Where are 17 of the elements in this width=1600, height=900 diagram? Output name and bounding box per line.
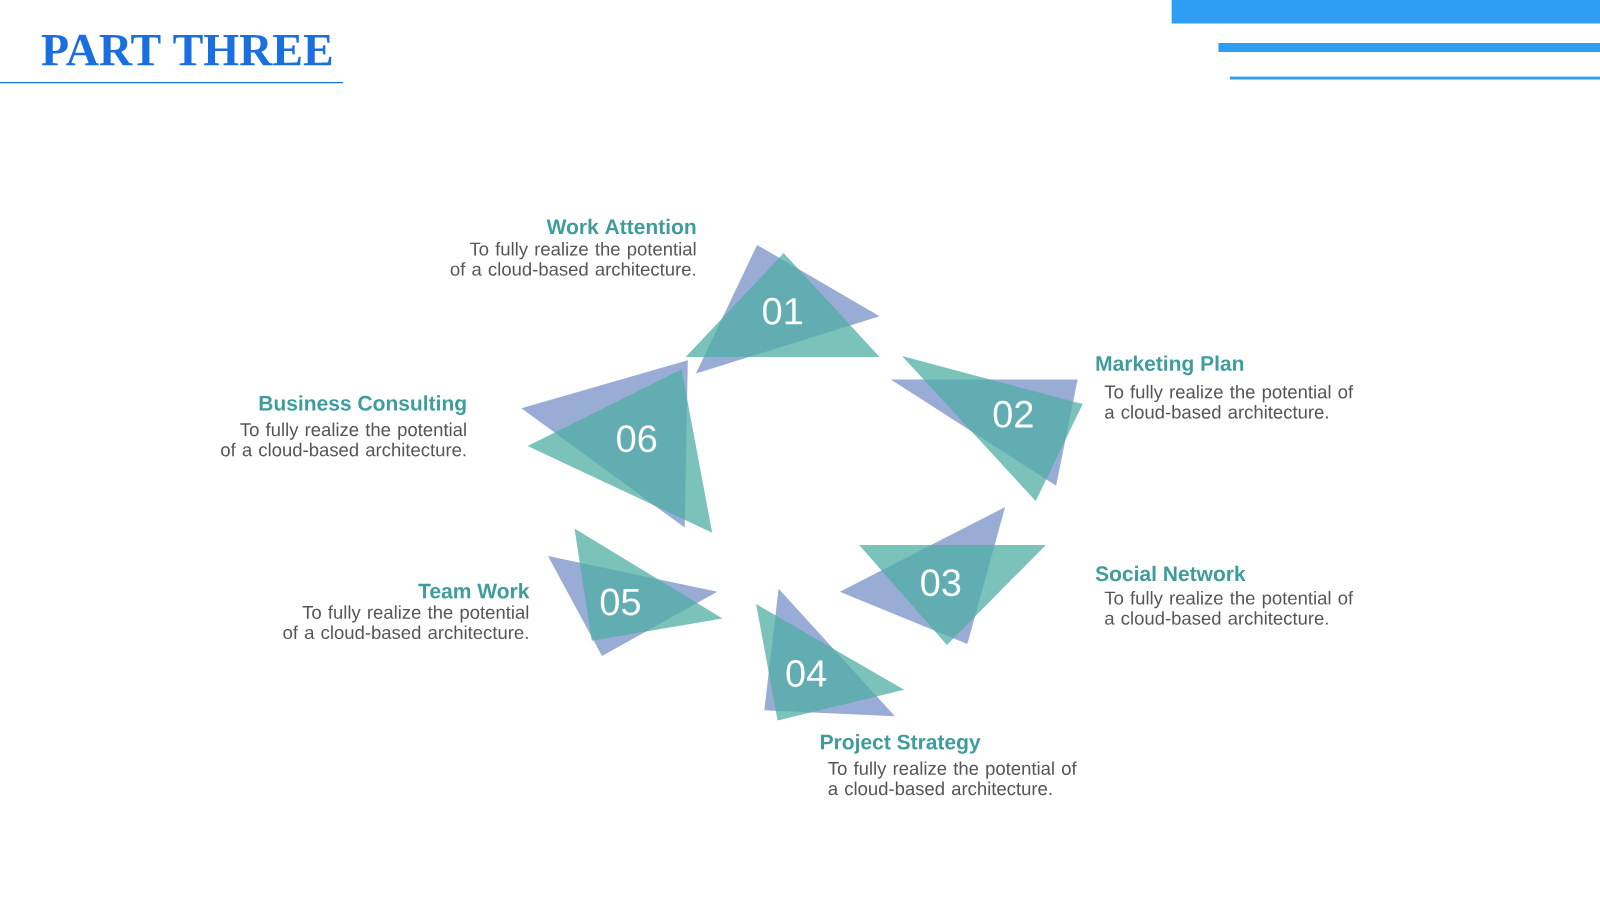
item-description: To fully realize the potential of a cloud-based architecture.	[221, 422, 466, 457]
item-description: To fully realize the potential of a cloud-based architecture.	[1104, 384, 1354, 419]
triangle-badge: 04	[756, 588, 905, 721]
item-heading: Business Consulting	[259, 395, 466, 415]
item-description: To fully realize the potential of a cloud-based architecture.	[828, 761, 1077, 796]
item-heading: Marketing Plan	[1096, 355, 1244, 376]
triangle-badge: 02	[890, 356, 1083, 501]
title: PART THREE	[41, 34, 332, 66]
item-heading: Work Attention	[546, 218, 696, 235]
item-heading: Team Work	[418, 583, 530, 599]
triangle-badge: 05	[548, 528, 723, 657]
item-description: To fully realize the potential of a cloud-based architecture.	[1104, 591, 1354, 625]
triangle-badge: 03	[839, 507, 1046, 645]
item-description: To fully realize the potential of a cloud-based architecture.	[283, 605, 529, 640]
triangle-badge: 06	[521, 360, 713, 533]
item-heading: Social Network	[1095, 565, 1246, 582]
item-heading: Project Strategy	[821, 734, 981, 754]
